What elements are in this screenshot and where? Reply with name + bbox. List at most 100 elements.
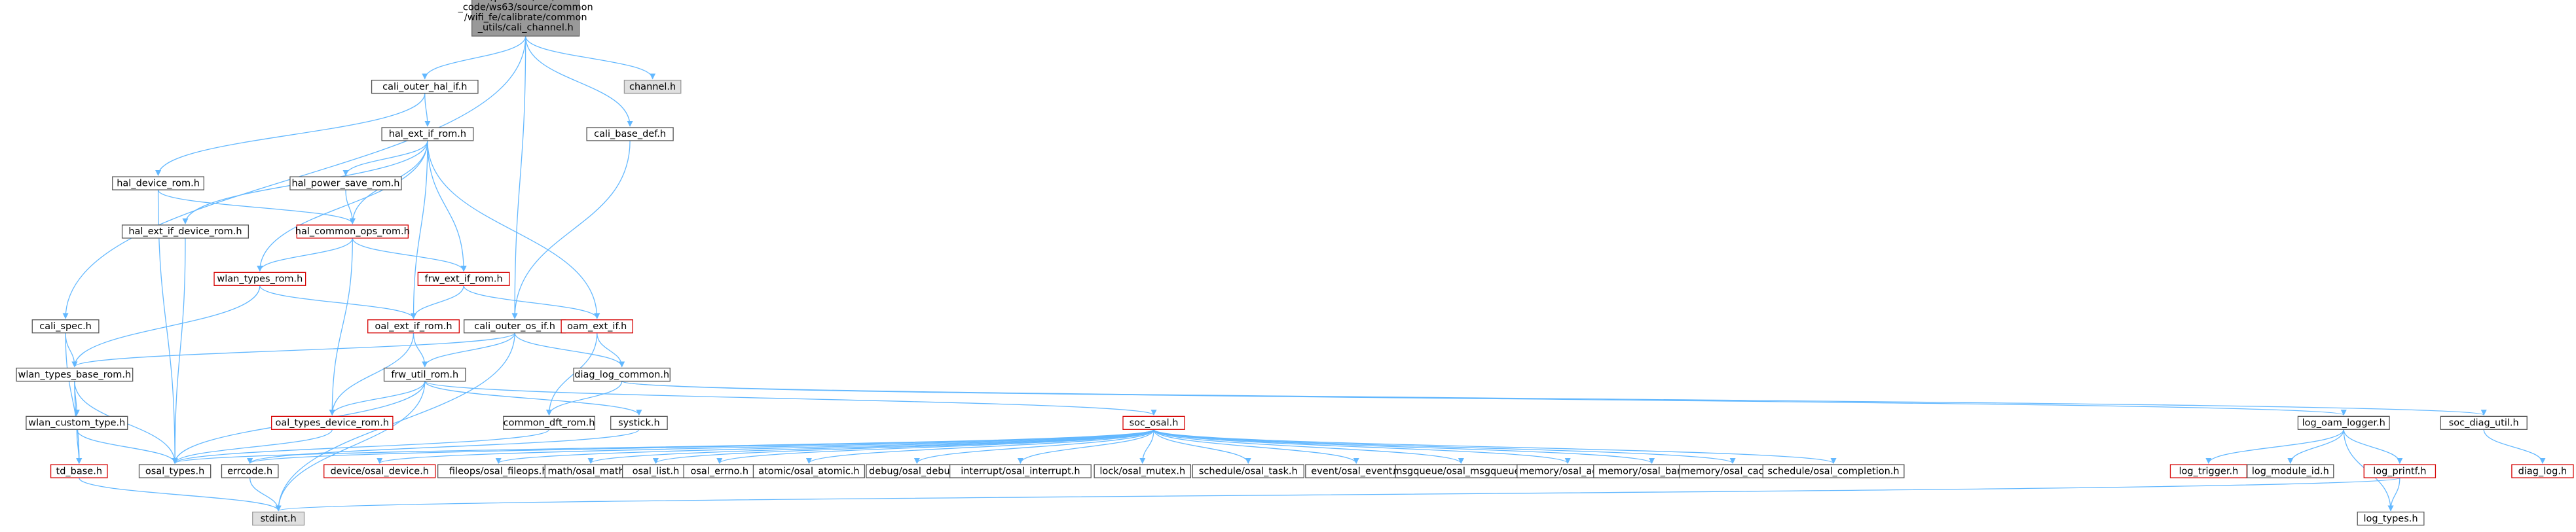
node-label: oal_ext_if_rom.h [375, 321, 452, 332]
node-hal-device-rom[interactable]: hal_device_rom.h [112, 176, 205, 190]
node-label: memory/osal_barrier.h [1598, 466, 1705, 476]
node-msgqueue[interactable]: msgqueue/osal_msgqueue.h [1393, 464, 1529, 478]
node-label: hal_ext_if_rom.h [389, 129, 466, 139]
nodes-layer: src/protocol/wifi/rom_code/ws63/source/c… [16, 0, 2574, 526]
node-cali-outer-hal-if[interactable]: cali_outer_hal_if.h [371, 79, 479, 94]
node-osal-errno[interactable]: osal_errno.h [683, 464, 756, 478]
node-diag-log[interactable]: diag_log.h [2511, 464, 2574, 478]
node-errcode[interactable]: errcode.h [221, 464, 279, 478]
root-label-line: src/protocol/wifi/rom [477, 0, 574, 3]
edge-root-to-cali_outer_hal_if [422, 36, 526, 80]
edge-soc_osal-to-osal_types [172, 429, 1154, 464]
node-hal-ext-if-device-rom[interactable]: hal_ext_if_device_rom.h [121, 224, 249, 239]
node-interrupt[interactable]: interrupt/osal_interrupt.h [949, 464, 1092, 478]
node-label: diag_log.h [2518, 466, 2567, 476]
edge-root-to-channel [525, 36, 656, 80]
node-soc-osal[interactable]: soc_osal.h [1122, 416, 1185, 430]
node-label: oal_types_device_rom.h [276, 418, 390, 429]
node-oam-ext-if[interactable]: oam_ext_if.h [561, 319, 633, 334]
node-osal-list[interactable]: osal_list.h [621, 464, 690, 478]
node-frw-ext-if-rom[interactable]: frw_ext_if_rom.h [417, 272, 510, 286]
node-soc-diag-util[interactable]: soc_diag_util.h [2440, 416, 2528, 430]
node-debug[interactable]: debug/osal_debug.h [866, 464, 968, 478]
edge-common_dft_rom-to-osal_types [172, 429, 550, 464]
node-log-oam-logger[interactable]: log_oam_logger.h [2297, 416, 2390, 430]
node-wlan-custom-type[interactable]: wlan_custom_type.h [26, 416, 128, 430]
edge-log_oam_logger-to-log_module_id [2287, 429, 2344, 464]
edge-cali_outer_os_if-to-stdint [275, 332, 515, 512]
node-oal-types-device-rom[interactable]: oal_types_device_rom.h [271, 416, 394, 430]
node-box [2511, 464, 2574, 478]
node-box [586, 127, 674, 141]
node-label: channel.h [629, 82, 676, 92]
node-label: cali_base_def.h [594, 129, 666, 139]
node-box [138, 464, 212, 478]
node-fileops[interactable]: fileops/osal_fileops.h [437, 464, 560, 478]
node-label: memory/osal_addr.h [1519, 466, 1616, 476]
node-box [371, 79, 479, 94]
node-box [2247, 464, 2334, 478]
edge-root-to-cali_base_def [525, 36, 633, 127]
node-systick[interactable]: systick.h [610, 416, 668, 430]
node-label: schedule/osal_completion.h [1767, 466, 1899, 476]
node-osal-types[interactable]: osal_types.h [138, 464, 212, 478]
node-wlan-types-base-rom[interactable]: wlan_types_base_rom.h [16, 367, 134, 382]
node-memory-addr[interactable]: memory/osal_addr.h [1517, 464, 1619, 478]
node-box [2363, 464, 2437, 478]
node-memory-cache[interactable]: memory/osal_cache.h [1679, 464, 1786, 478]
node-log-trigger[interactable]: log_trigger.h [2169, 464, 2247, 478]
node-box [610, 416, 668, 430]
node-box [1094, 464, 1192, 478]
edge-cali_outer_hal_if-to-hal_ext_if_rom [424, 93, 431, 127]
node-cali-base-def[interactable]: cali_base_def.h [586, 127, 674, 141]
edge-cali_outer_hal_if-to-hal_device_rom [155, 93, 426, 177]
node-cali-spec[interactable]: cali_spec.h [31, 319, 100, 334]
edge-frw_ext_if_rom-to-oam_ext_if [463, 285, 600, 319]
edge-soc_osal-to-lock [1139, 429, 1154, 464]
edge-cali_spec-to-td_base [65, 332, 83, 464]
node-event[interactable]: event/osal_event.h [1305, 464, 1408, 478]
edge-soc_osal-to-memory_barrier [1153, 429, 1655, 464]
edge-soc_osal-to-schedule_completion [1153, 429, 1837, 464]
node-lock[interactable]: lock/osal_mutex.h [1094, 464, 1192, 478]
node-label: systick.h [618, 418, 660, 429]
node-diag-log-common[interactable]: diag_log_common.h [573, 367, 671, 382]
node-log-types[interactable]: log_types.h [2357, 511, 2425, 526]
edge-oal_ext_if_rom-to-oal_types_device_rom [329, 332, 414, 416]
node-device-osal-device[interactable]: device/osal_device.h [323, 464, 436, 478]
node-label: soc_osal.h [1130, 418, 1179, 429]
node-stdint: stdint.h [252, 511, 305, 526]
node-label: osal_list.h [633, 466, 680, 476]
node-channel: channel.h [623, 79, 682, 94]
edge-hal_ext_if_device_rom-to-osal_types [172, 238, 186, 464]
node-frw-util-rom[interactable]: frw_util_rom.h [383, 367, 466, 382]
node-label: osal_errno.h [690, 466, 748, 476]
node-box [289, 176, 402, 190]
edge-frw_util_rom-to-systick [424, 381, 642, 416]
node-common-dft-rom[interactable]: common_dft_rom.h [503, 416, 596, 430]
edge-log_oam_logger-to-log_printf [2343, 429, 2403, 464]
node-cali-outer-os-if[interactable]: cali_outer_os_if.h [464, 319, 566, 334]
edge-frw_util_rom-to-oal_types_device_rom [329, 381, 426, 416]
node-box [949, 464, 1092, 478]
node-wlan-types-rom[interactable]: wlan_types_rom.h [213, 272, 306, 286]
node-log-printf[interactable]: log_printf.h [2363, 464, 2437, 478]
edge-soc_osal-to-fileops [496, 429, 1154, 464]
node-atomic[interactable]: atomic/osal_atomic.h [752, 464, 866, 478]
node-label: atomic/osal_atomic.h [758, 466, 859, 476]
node-label: event/osal_event.h [1311, 466, 1401, 476]
root-label-line: /wifi_fe/calibrate/common [464, 12, 587, 23]
node-schedule-task[interactable]: schedule/osal_task.h [1192, 464, 1304, 478]
node-box [112, 176, 205, 190]
node-log-module-id[interactable]: log_module_id.h [2247, 464, 2334, 478]
node-hal-common-ops-rom[interactable]: hal_common_ops_rom.h [295, 224, 410, 239]
node-box [367, 319, 460, 334]
node-schedule-completion[interactable]: schedule/osal_completion.h [1762, 464, 1905, 478]
node-td-base[interactable]: td_base.h [50, 464, 108, 478]
node-hal-ext-if-rom[interactable]: hal_ext_if_rom.h [381, 127, 474, 141]
node-oal-ext-if-rom[interactable]: oal_ext_if_rom.h [367, 319, 460, 334]
edge-hal_common_ops_rom-to-wlan_types_rom [257, 238, 353, 272]
edge-hal_ext_if_rom-to-oam_ext_if [427, 140, 600, 319]
node-hal-power-save-rom[interactable]: hal_power_save_rom.h [289, 176, 402, 190]
node-label: hal_common_ops_rom.h [295, 226, 410, 237]
